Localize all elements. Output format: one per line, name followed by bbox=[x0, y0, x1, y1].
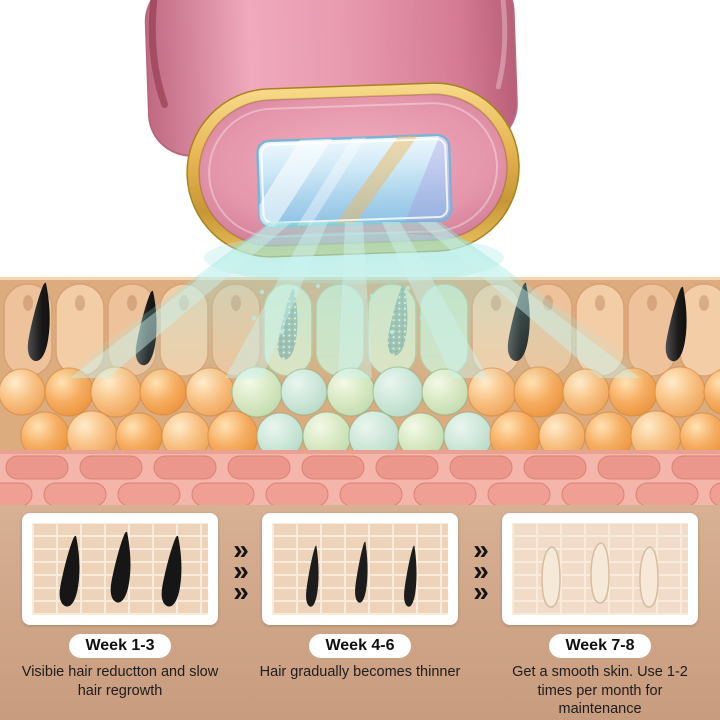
chevron-right-icon: » bbox=[233, 534, 249, 565]
hair-icon bbox=[110, 531, 131, 603]
arrow-right-icon: » » » bbox=[223, 513, 257, 720]
hair-icons bbox=[59, 531, 182, 607]
lamp-window-reflections bbox=[256, 134, 452, 228]
ipl-device bbox=[144, 0, 520, 258]
stage-column-week-7-8: Week 7-8 Get a smooth skin. Use 1-2 time… bbox=[497, 513, 703, 720]
skin-patch-smooth bbox=[512, 523, 688, 615]
hair-icons bbox=[306, 541, 417, 607]
skin-cell-bubbles bbox=[0, 366, 720, 462]
chevron-right-icon: » bbox=[473, 555, 489, 586]
chevron-right-icon: » bbox=[233, 576, 249, 607]
hair-ghost-icon bbox=[541, 546, 561, 608]
hair-icon bbox=[59, 535, 80, 607]
hair-ghost-icon bbox=[590, 542, 610, 604]
chevron-right-icon: » bbox=[473, 534, 489, 565]
stage-panel bbox=[262, 513, 458, 625]
stage-badge: Week 4-6 bbox=[309, 634, 411, 658]
dermis-cells bbox=[0, 455, 720, 506]
chevron-right-icon: » bbox=[233, 555, 249, 586]
illustration-canvas bbox=[0, 0, 720, 506]
hair-icon bbox=[161, 535, 182, 607]
hair-thin-icon bbox=[404, 545, 417, 607]
stage-desc: Hair gradually becomes thinner bbox=[259, 664, 461, 680]
light-beam bbox=[70, 222, 292, 378]
progress-section: Week 1-3 Visibie hair reductton and slow… bbox=[0, 505, 720, 720]
light-beam bbox=[225, 222, 328, 378]
device-body-shadow bbox=[148, 0, 169, 109]
stage-panel bbox=[502, 513, 698, 625]
stage-desc: Visibie hair reductton and slow hair reg… bbox=[21, 664, 219, 699]
light-beam-cone bbox=[55, 222, 660, 380]
device-body-highlight bbox=[495, 0, 508, 90]
light-beam bbox=[382, 222, 488, 378]
stage-desc: Get a smooth skin. Use 1-2 times per mon… bbox=[512, 664, 688, 718]
dermis-top-line bbox=[0, 450, 720, 454]
stage-badge: Week 1-3 bbox=[69, 634, 171, 658]
chevron-right-icon: » bbox=[473, 576, 489, 607]
stage-badge: Week 7-8 bbox=[549, 634, 651, 658]
stage-panel bbox=[22, 513, 218, 625]
hair-thin-icon bbox=[306, 545, 319, 607]
hair-icons bbox=[541, 542, 659, 608]
hair-ghost-icon bbox=[639, 546, 659, 608]
light-beam bbox=[338, 222, 372, 378]
skin-patch bbox=[32, 523, 208, 615]
hair-thin-icon bbox=[355, 541, 368, 603]
arrow-right-icon: » » » bbox=[463, 513, 497, 720]
light-beam bbox=[418, 222, 640, 378]
stage-column-week-1-3: Week 1-3 Visibie hair reductton and slow… bbox=[17, 513, 223, 720]
stage-column-week-4-6: Week 4-6 Hair gradually becomes thinner bbox=[257, 513, 463, 720]
skin-patch bbox=[272, 523, 448, 615]
light-beams bbox=[55, 222, 660, 380]
